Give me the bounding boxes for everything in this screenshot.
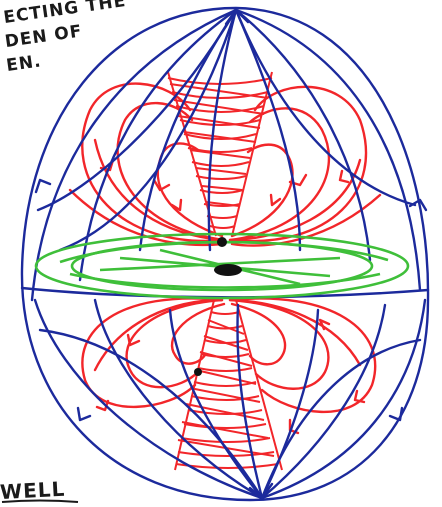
caption-line-3: EN. (5, 51, 43, 76)
red-arrow-1 (154, 180, 169, 190)
handwritten-caption: ECTING THE DEN OF EN. (0, 0, 134, 76)
black-dot-lower (194, 368, 202, 376)
black-dot-upper (217, 237, 227, 247)
central-black-hole (214, 264, 242, 276)
red-funnel-upper (168, 72, 272, 236)
